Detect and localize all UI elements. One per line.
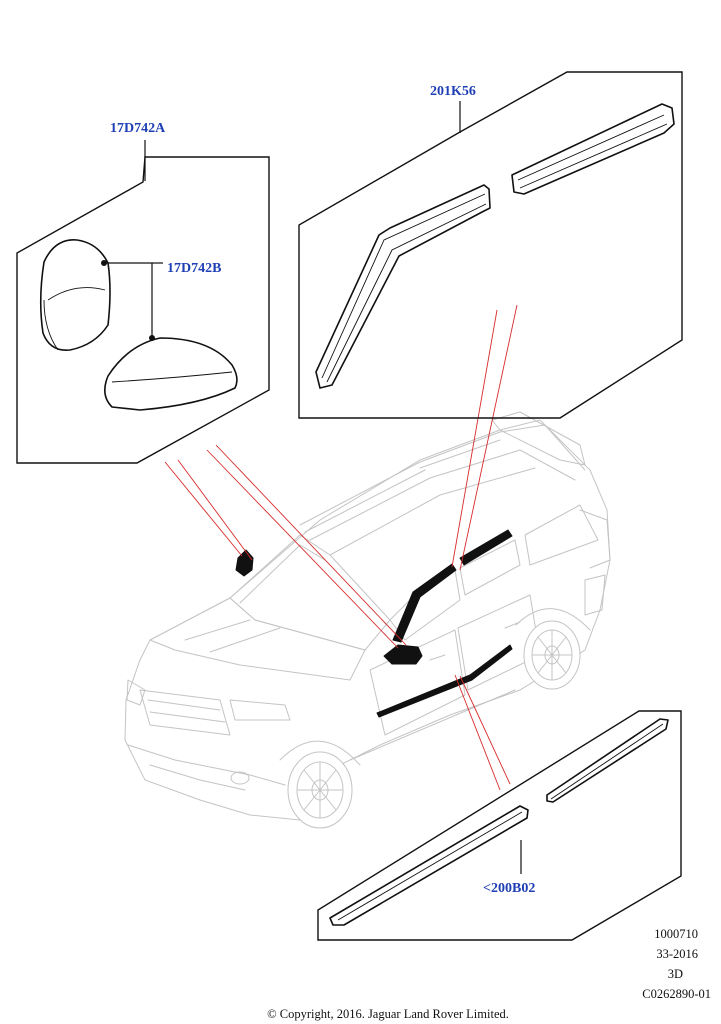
vehicle-rear-wind-deflector xyxy=(459,529,513,566)
red-leader-lines xyxy=(164,304,518,791)
callout-17d742b: 17D742B xyxy=(167,261,221,276)
vehicle-side-moulding xyxy=(376,644,513,718)
doc-id-line-2: 33-2016 xyxy=(656,947,698,961)
sill-plate-kit-frame xyxy=(317,710,682,941)
wind-deflector-kit-panel xyxy=(298,71,683,419)
wind-deflector-kit-frame xyxy=(298,71,683,419)
callout-200b02: <200B02 xyxy=(483,881,535,896)
mirror-cover-b xyxy=(104,337,238,411)
mirror-cover-kit-panel xyxy=(16,140,270,464)
vehicle-left-mirror-cover xyxy=(235,549,254,577)
mirror-cover-a xyxy=(39,239,111,351)
callout-201k56: 201K56 xyxy=(430,84,476,99)
callout-17d742a: 17D742A xyxy=(110,121,166,136)
vehicle-right-mirror-cover xyxy=(383,644,423,665)
sill-plate-kit-panel xyxy=(317,710,682,941)
vehicle-highlighted-parts xyxy=(235,529,513,718)
rear-wind-deflector-part xyxy=(511,103,675,195)
mirror-kit-frame xyxy=(16,156,270,464)
vehicle-outline xyxy=(124,411,611,829)
vehicle-front-wind-deflector xyxy=(392,563,457,643)
front-wind-deflector-part xyxy=(315,184,491,389)
copyright-notice: © Copyright, 2016. Jaguar Land Rover Lim… xyxy=(267,1007,509,1021)
doc-id-line-4: C0262890-01 xyxy=(642,987,711,1001)
doc-id-line-1: 1000710 xyxy=(654,927,698,941)
doc-id-line-3: 3D xyxy=(668,967,683,981)
